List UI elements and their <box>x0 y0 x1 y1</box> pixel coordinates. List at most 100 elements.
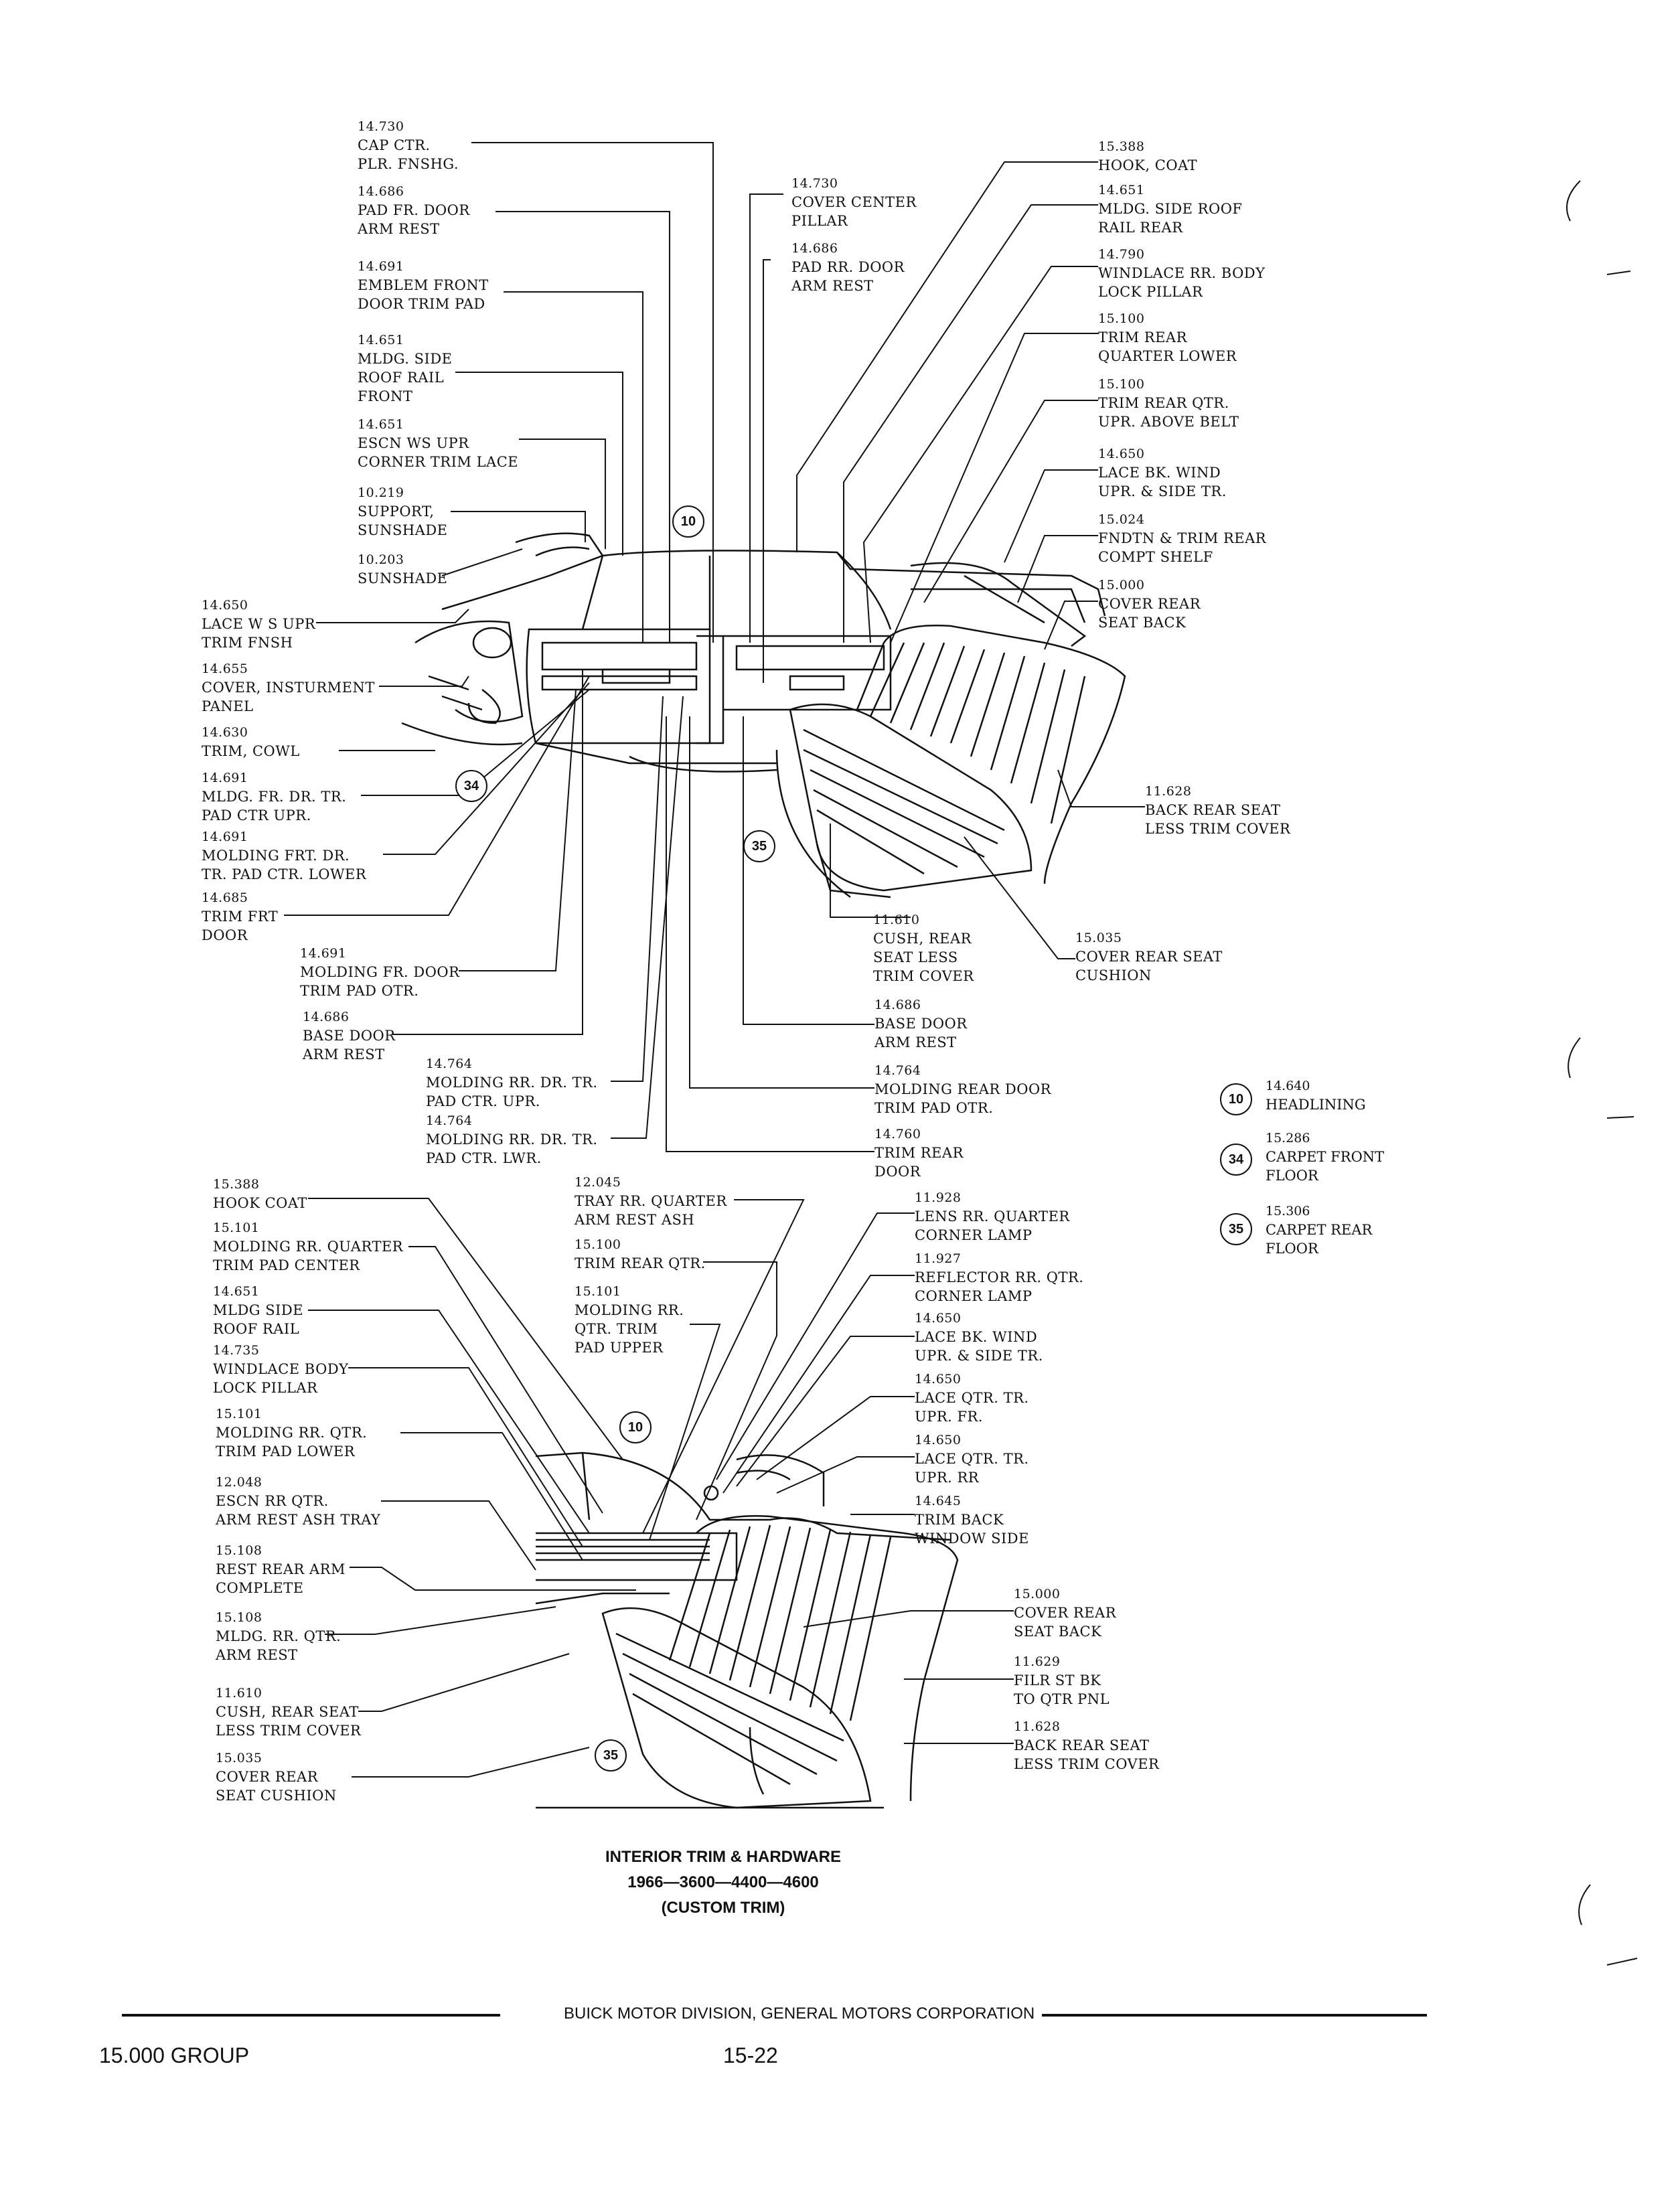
part-name: TRIM REAR QTR. UPR. ABOVE BELT <box>1098 395 1239 430</box>
part-code: 11.628 <box>1014 1719 1061 1734</box>
part-code: 14.655 <box>202 661 248 676</box>
part-code: 15.035 <box>216 1751 262 1765</box>
part-name: SUPPORT, SUNSHADE <box>358 503 448 538</box>
part-code: 15.000 <box>1098 578 1145 593</box>
part-code: 10.203 <box>358 552 404 567</box>
part-name: WINDLACE RR. BODY LOCK PILLAR <box>1098 265 1266 300</box>
part-name: COVER, INSTURMENT PANEL <box>202 680 375 714</box>
part-code: 15.101 <box>575 1284 621 1299</box>
part-code: 14.764 <box>426 1113 473 1128</box>
part-code: 14.650 <box>915 1372 962 1387</box>
part-code: 14.686 <box>874 998 921 1012</box>
part-code: 14.790 <box>1098 247 1145 262</box>
part-code: 14.735 <box>213 1343 260 1358</box>
part-code: 14.730 <box>358 119 404 134</box>
callout-carpet-front: 34 <box>455 770 487 802</box>
part-name: FNDTN & TRIM REAR COMPT SHELF <box>1098 530 1267 565</box>
part-name: ESCN RR QTR. ARM REST ASH TRAY <box>216 1493 381 1528</box>
part-name: COVER REAR SEAT CUSHION <box>1075 949 1223 984</box>
page-number: 15-22 <box>723 2043 778 2067</box>
caption-models: 1966—3600—4400—4600 <box>627 1873 819 1891</box>
part-name: HOOK COAT <box>213 1195 307 1211</box>
page-marks <box>1566 180 1638 1966</box>
part-name: LACE W S UPR TRIM FNSH <box>202 616 316 651</box>
part-code: 14.650 <box>202 598 248 613</box>
part-code: 15.101 <box>213 1221 260 1235</box>
part-name: CUSH, REAR SEAT LESS TRIM COVER <box>873 931 974 984</box>
part-code: 15.101 <box>216 1407 262 1421</box>
part-name: ESCN WS UPR CORNER TRIM LACE <box>358 435 519 470</box>
part-code: 14.686 <box>303 1010 350 1024</box>
part-code: 11.628 <box>1145 784 1192 799</box>
part-code: 14.691 <box>202 830 248 844</box>
part-name: REFLECTOR RR. QTR. CORNER LAMP <box>915 1269 1084 1304</box>
group-number: 15.000 GROUP <box>99 2043 250 2067</box>
part-code: 14.650 <box>915 1433 962 1447</box>
part-name: HEADLINING <box>1266 1097 1366 1113</box>
part-code: 14.645 <box>915 1494 962 1508</box>
part-code: 15.100 <box>575 1237 621 1252</box>
part-code: 14.686 <box>358 184 404 199</box>
part-name: TRIM REAR DOOR <box>874 1145 964 1180</box>
part-code: 14.764 <box>874 1063 921 1078</box>
part-code: 15.388 <box>1098 139 1145 154</box>
part-name: MOLDING FR. DOOR TRIM PAD OTR. <box>300 964 460 999</box>
part-name: COVER REAR SEAT BACK <box>1014 1605 1117 1640</box>
part-code: 14.686 <box>791 241 838 256</box>
part-code: 14.650 <box>1098 447 1145 461</box>
legend-carpet-front-circle: 34 <box>1220 1144 1252 1176</box>
part-code: 14.764 <box>426 1056 473 1071</box>
part-code: 11.610 <box>873 913 920 927</box>
part-code: 15.108 <box>216 1543 262 1558</box>
part-code: 14.651 <box>358 417 404 432</box>
part-code: 15.100 <box>1098 311 1145 326</box>
top-leader-lines <box>284 142 1145 1152</box>
part-name: TRIM FRT DOOR <box>202 909 279 943</box>
footer-rule-left <box>122 2014 500 2017</box>
part-name: CARPET FRONT FLOOR <box>1266 1149 1385 1184</box>
part-name: MLDG. SIDE ROOF RAIL FRONT <box>358 351 453 404</box>
part-code: 14.691 <box>358 259 404 274</box>
callout-carpet-rear-bottom: 35 <box>595 1739 627 1772</box>
part-name: COVER CENTER PILLAR <box>791 194 917 229</box>
part-code: 11.629 <box>1014 1654 1061 1669</box>
part-name: CARPET REAR FLOOR <box>1266 1222 1373 1257</box>
part-code: 14.691 <box>202 771 248 785</box>
part-code: 14.651 <box>358 333 404 347</box>
part-code: 11.610 <box>216 1686 262 1701</box>
part-code: 15.100 <box>1098 377 1145 392</box>
part-code: 14.640 <box>1266 1079 1310 1093</box>
callout-headlining-top: 10 <box>672 505 704 538</box>
part-name: BACK REAR SEAT LESS TRIM COVER <box>1014 1737 1160 1772</box>
